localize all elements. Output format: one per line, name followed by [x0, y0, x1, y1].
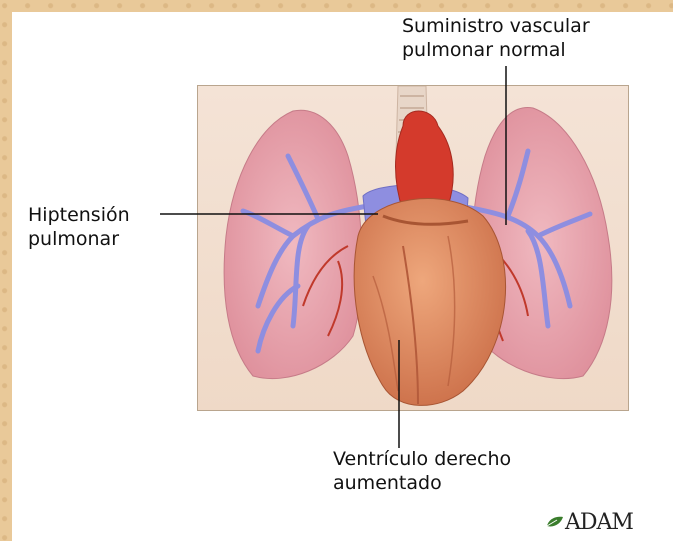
label-normal-vascular-supply: Suministro vascular pulmonar normal: [402, 14, 590, 62]
heart-lungs-illustration: [197, 85, 629, 411]
label-enlarged-right-ventricle: Ventrículo derecho aumentado: [333, 447, 511, 495]
adam-logo: ADAM: [545, 510, 633, 535]
leaf-icon: [545, 514, 565, 532]
label-pulmonary-hypertension: Hiptensión pulmonar: [28, 203, 130, 251]
heart-lungs-drawing: [198, 86, 629, 411]
adam-logo-text: ADAM: [565, 510, 633, 535]
